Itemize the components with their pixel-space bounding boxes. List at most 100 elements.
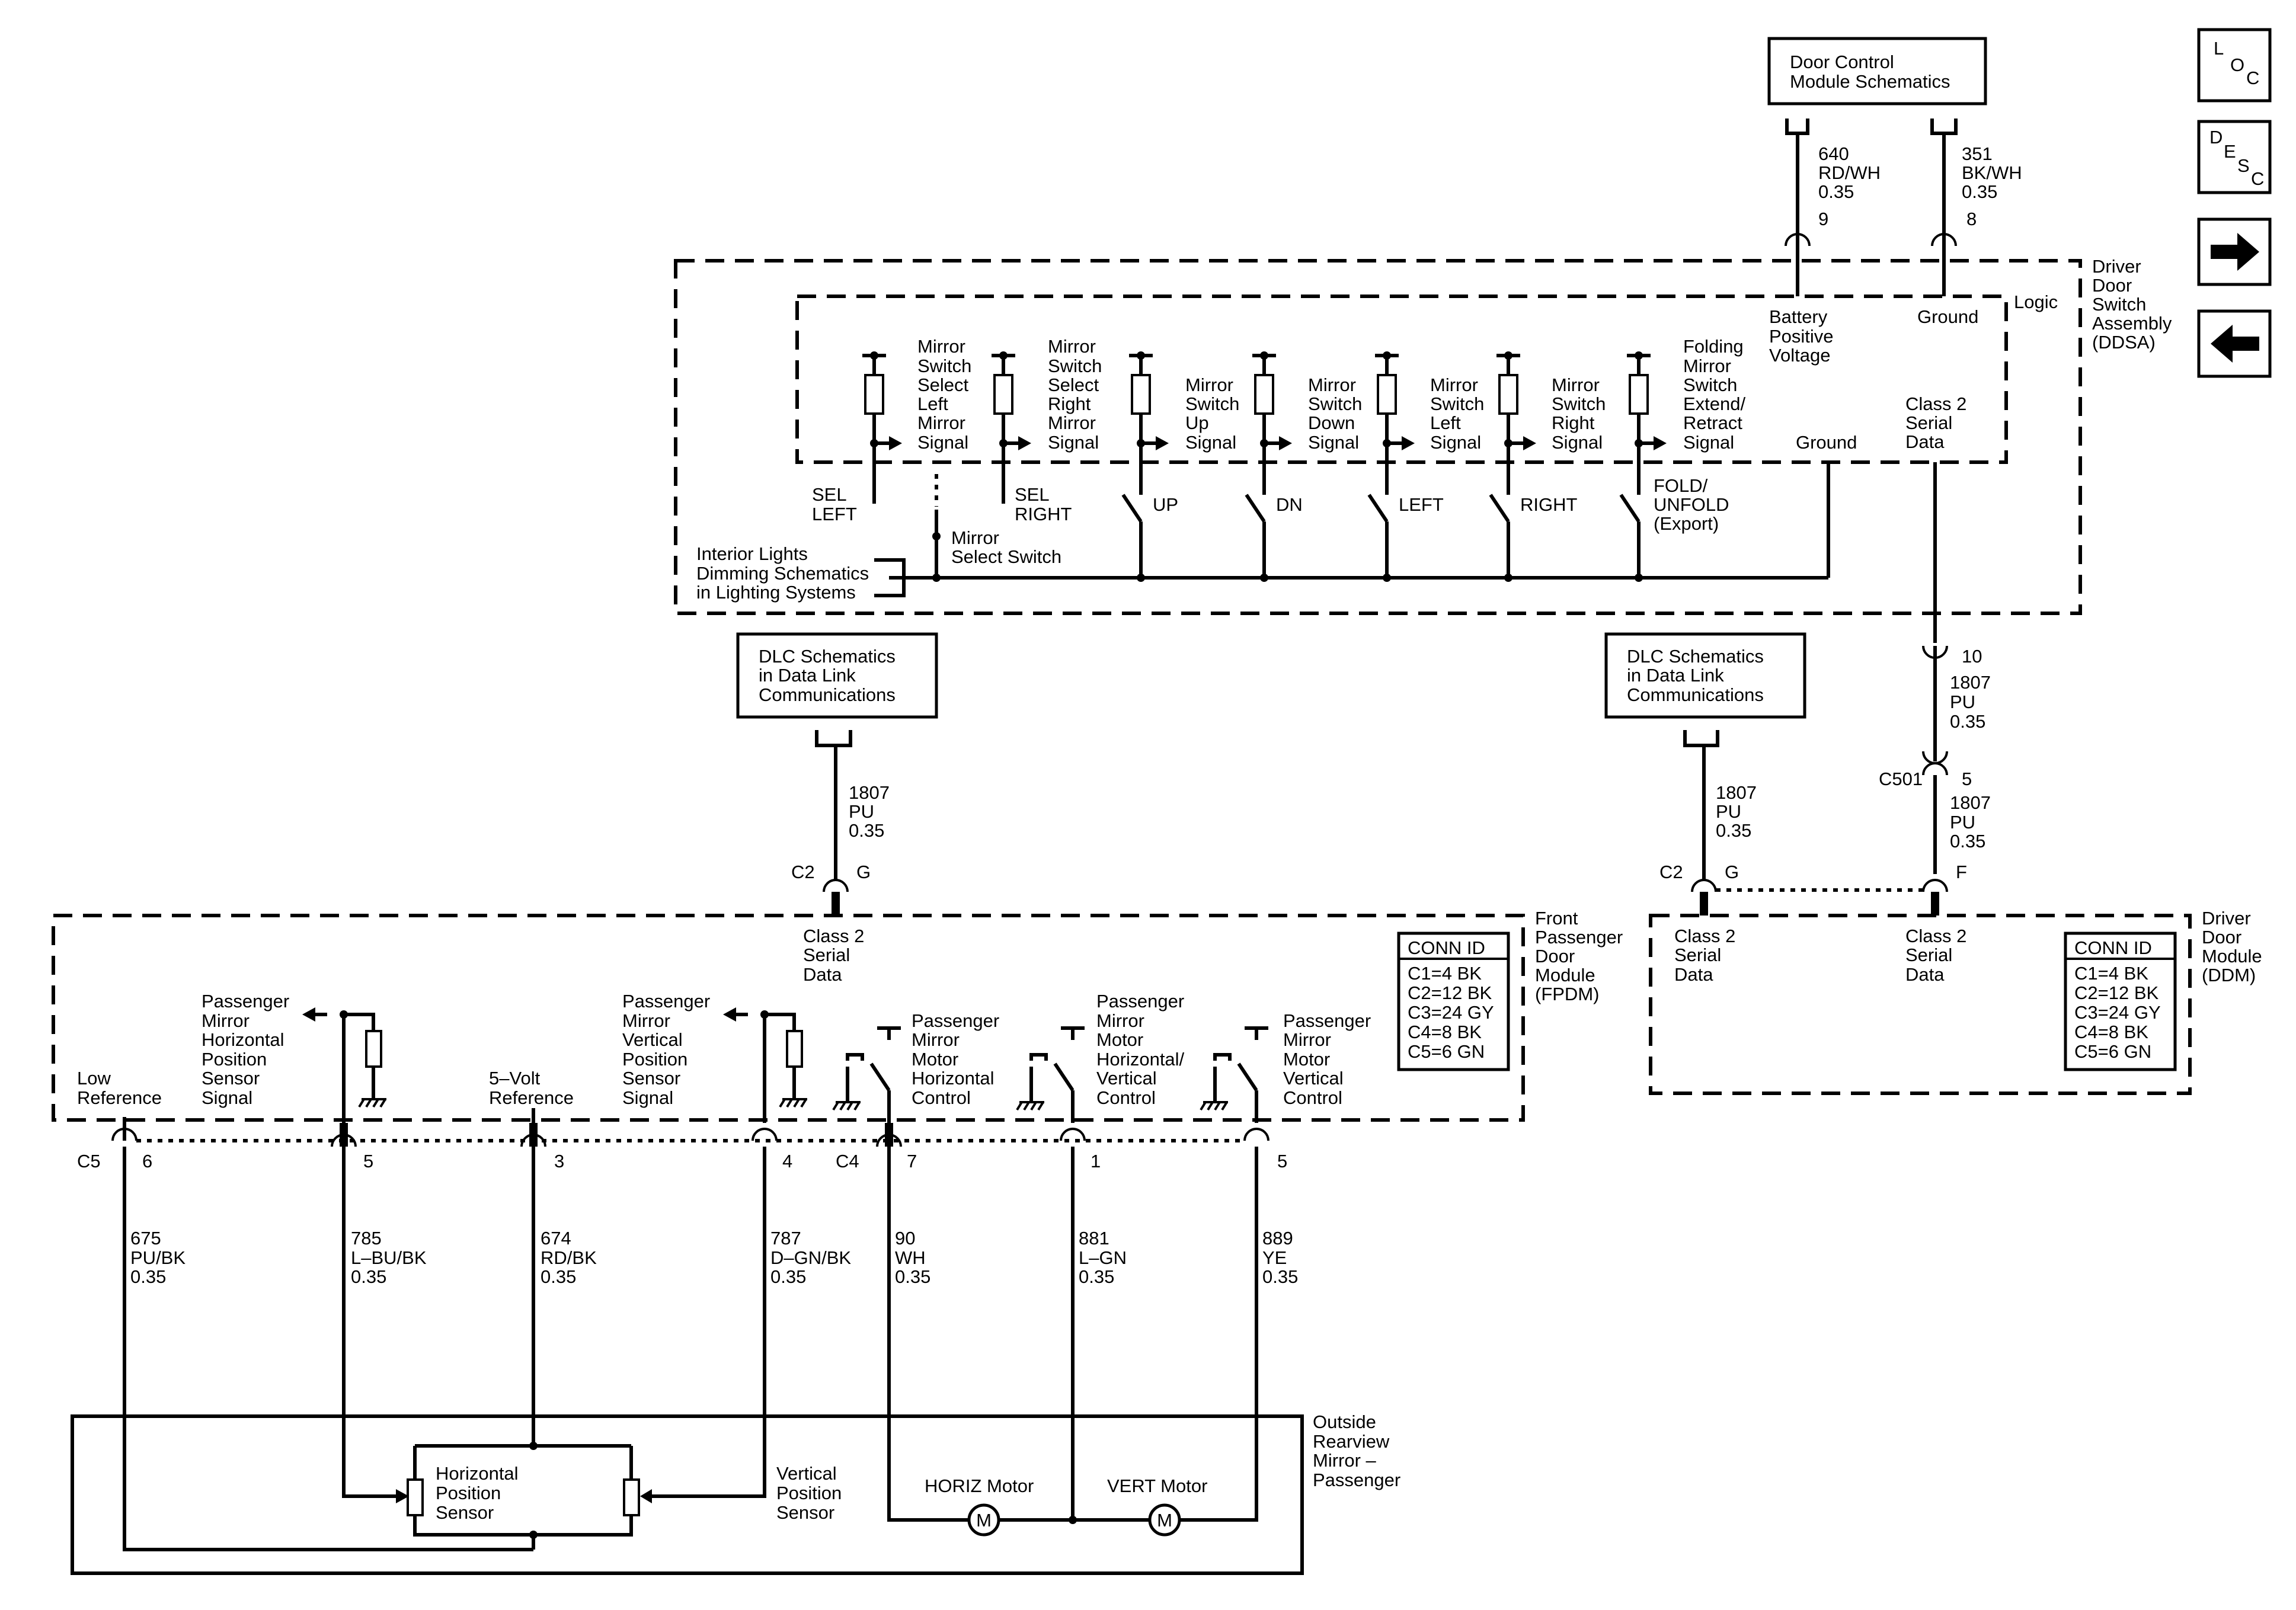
svg-text:4: 4 [782, 1151, 792, 1172]
svg-text:Motor: Motor [912, 1049, 958, 1070]
svg-text:Motor: Motor [1096, 1029, 1143, 1050]
wire-label-pin1: 1 881 L–GN 0.35 [1079, 1151, 1127, 1287]
ddsa-wire-label: 1807 PU 0.35 [1950, 672, 1991, 732]
svg-text:(DDM): (DDM) [2202, 965, 2256, 985]
svg-text:(FPDM): (FPDM) [1535, 984, 1599, 1004]
signal-right [1489, 351, 1536, 578]
svg-text:Mirror: Mirror [1552, 375, 1600, 395]
switch-sel-left-label: SEL LEFT [812, 484, 857, 524]
ddsa-logic-outline [795, 295, 2008, 464]
desc-button[interactable]: D E S C [2197, 120, 2272, 194]
svg-text:Dimming Schematics: Dimming Schematics [696, 563, 869, 584]
svg-text:0.35: 0.35 [1950, 711, 1985, 732]
fpdm-class2-label: Class 2 Serial Data [803, 926, 864, 985]
signal-down [1245, 351, 1292, 578]
switch-fold-label: FOLD/ UNFOLD (Export) [1654, 475, 1729, 534]
svg-text:0.35: 0.35 [1079, 1266, 1114, 1287]
svg-text:Module Schematics: Module Schematics [1790, 71, 1950, 92]
battery-positive-label: Battery Positive Voltage [1769, 306, 1834, 366]
svg-text:Signal: Signal [1430, 432, 1481, 453]
svg-text:Switch: Switch [1430, 393, 1484, 414]
svg-text:Signal: Signal [1552, 432, 1603, 453]
c5-label: C5 [77, 1151, 101, 1172]
svg-text:Vertical: Vertical [1283, 1068, 1344, 1089]
loc-button[interactable]: L O C [2197, 28, 2272, 103]
svg-text:Interior Lights: Interior Lights [696, 543, 808, 564]
outside-mirror-label: Outside Rearview Mirror – Passenger [1313, 1411, 1400, 1490]
svg-text:Data: Data [1905, 964, 1945, 985]
svg-text:Right: Right [1552, 412, 1595, 433]
svg-text:Position: Position [436, 1483, 501, 1503]
svg-text:Communications: Communications [1627, 684, 1764, 705]
svg-text:Door Control: Door Control [1790, 52, 1894, 72]
switch-dn-label: DN [1276, 494, 1303, 515]
signal-fold [1619, 351, 1667, 578]
c4-label: C4 [836, 1151, 859, 1172]
svg-text:L–GN: L–GN [1079, 1247, 1127, 1268]
door-control-module-box: Door Control Module Schematics [1767, 37, 1987, 135]
svg-text:SEL: SEL [812, 484, 847, 505]
ddm-pin-f: F [1956, 862, 1967, 882]
svg-text:Signal: Signal [1308, 432, 1359, 453]
svg-text:1807: 1807 [1716, 782, 1757, 803]
svg-text:Sensor: Sensor [436, 1502, 494, 1523]
svg-text:Mirror: Mirror [1430, 375, 1478, 395]
svg-text:Control: Control [912, 1087, 971, 1108]
svg-text:D: D [2209, 127, 2223, 148]
svg-text:Mirror: Mirror [912, 1029, 960, 1050]
svg-text:Outside: Outside [1313, 1411, 1376, 1432]
svg-text:Class 2: Class 2 [1674, 926, 1735, 946]
horiz-sensor-signal-label: Passenger Mirror Horizontal Position Sen… [202, 991, 289, 1108]
fpdm-c2-label: C2 G [791, 862, 871, 882]
horiz-motor-label: HORIZ Motor [925, 1475, 1034, 1496]
svg-text:Left: Left [917, 393, 948, 414]
svg-text:1807: 1807 [1950, 672, 1991, 693]
motor-hv-control-label: Passenger Mirror Motor Horizontal/ Verti… [1096, 991, 1185, 1108]
svg-text:Serial: Serial [803, 945, 850, 965]
svg-text:RD/BK: RD/BK [541, 1247, 597, 1268]
switch-right-label: RIGHT [1520, 494, 1578, 515]
svg-text:Passenger: Passenger [622, 991, 710, 1012]
svg-text:5: 5 [363, 1151, 373, 1172]
svg-text:Down: Down [1308, 412, 1355, 433]
svg-text:C3=24 GY: C3=24 GY [2074, 1002, 2161, 1023]
vert-sensor-signal-label: Passenger Mirror Vertical Position Senso… [622, 991, 710, 1108]
svg-text:Passenger: Passenger [912, 1010, 999, 1031]
svg-text:Data: Data [803, 964, 842, 985]
svg-text:Signal: Signal [622, 1087, 673, 1108]
vert-position-sensor-label: Vertical Position Sensor [776, 1463, 842, 1523]
svg-text:CONN ID: CONN ID [2074, 937, 2152, 958]
svg-text:Position: Position [622, 1049, 687, 1070]
svg-text:Horizontal: Horizontal [436, 1463, 519, 1484]
svg-text:(DDSA): (DDSA) [2092, 332, 2156, 353]
ddsa-class2-label: Class 2 Serial Data [1905, 393, 1966, 452]
ground-logic-label: Ground [1796, 432, 1857, 453]
svg-text:in Lighting Systems: in Lighting Systems [696, 582, 856, 603]
svg-text:0.35: 0.35 [1818, 181, 1854, 202]
svg-text:Control: Control [1283, 1087, 1342, 1108]
wire-label-pin6: 6 675 PU/BK 0.35 [130, 1151, 186, 1287]
svg-text:6: 6 [142, 1151, 152, 1172]
svg-text:0.35: 0.35 [351, 1266, 386, 1287]
svg-text:Mirror: Mirror [1308, 375, 1356, 395]
svg-text:Select Switch: Select Switch [951, 546, 1061, 567]
svg-text:0.35: 0.35 [1716, 820, 1751, 841]
svg-text:C3=24 GY: C3=24 GY [1408, 1002, 1494, 1023]
mirror-select-switch-label: Mirror Select Switch [951, 527, 1061, 567]
svg-text:Signal: Signal [1048, 432, 1099, 453]
svg-text:Door: Door [2092, 275, 2132, 296]
next-button[interactable] [2197, 217, 2272, 286]
prev-button[interactable] [2197, 309, 2272, 378]
svg-text:Module: Module [2202, 946, 2262, 966]
svg-text:Driver: Driver [2202, 908, 2251, 929]
svg-text:Mirror: Mirror [1048, 412, 1096, 433]
svg-text:FOLD/: FOLD/ [1654, 475, 1708, 496]
svg-text:L: L [2214, 38, 2224, 59]
interior-lights-label: Interior Lights Dimming Schematics in Li… [696, 543, 869, 603]
svg-text:90: 90 [895, 1228, 915, 1249]
vert-sensor-circuit [723, 1007, 807, 1123]
svg-text:BK/WH: BK/WH [1962, 162, 2022, 183]
dlc-right-wire-label: 1807 PU 0.35 [1716, 782, 1757, 841]
svg-text:Mirror –: Mirror – [1313, 1450, 1377, 1471]
svg-text:Passenger: Passenger [202, 991, 289, 1012]
